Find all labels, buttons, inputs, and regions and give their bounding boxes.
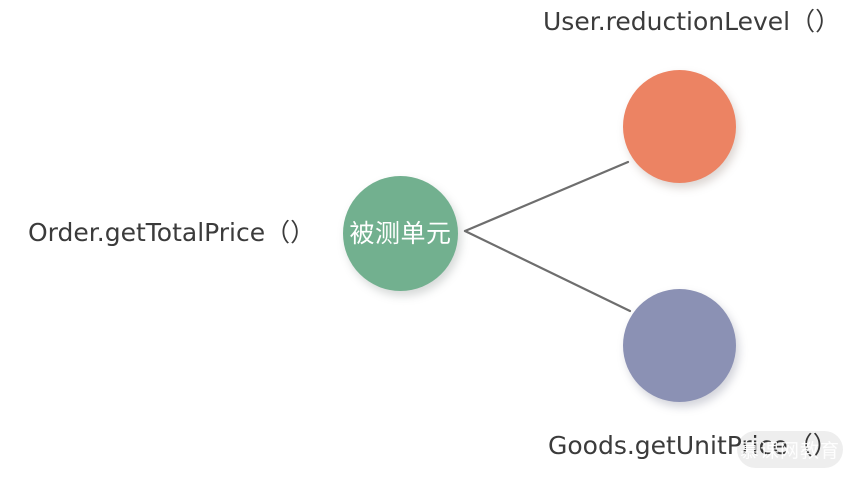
edge-unit-to-reduction-level: [463, 160, 630, 233]
node-unit-under-test-label: 被测单元: [349, 219, 452, 248]
node-unit-price[interactable]: [623, 289, 736, 402]
node-unit-under-test[interactable]: 被测单元: [343, 176, 458, 291]
node-reduction-level[interactable]: [623, 70, 736, 183]
caption-reduction-level: User.reductionLevel（）: [543, 7, 841, 36]
watermark-text: 慕课网教育: [739, 440, 840, 462]
edge-unit-to-unit-price: [463, 229, 632, 313]
caption-unit-price: Goods.getUnitPrice（）: [548, 431, 838, 460]
watermark-badge: 慕课网教育: [737, 431, 843, 468]
caption-total-price: Order.getTotalPrice（）: [28, 218, 316, 247]
